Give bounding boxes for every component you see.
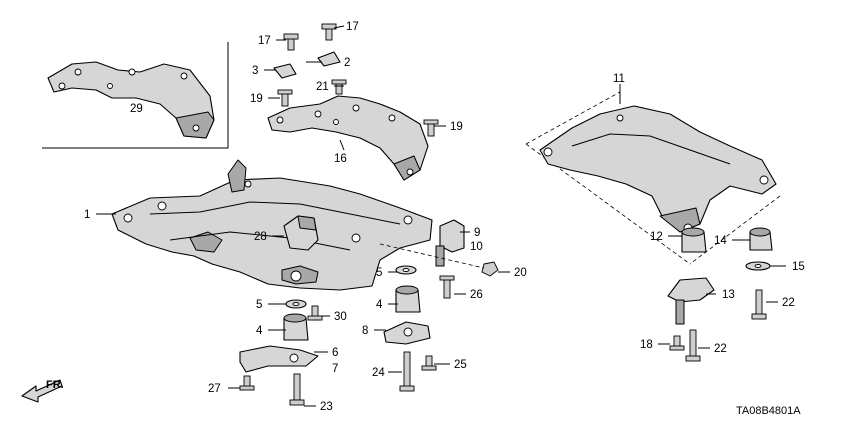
callout-8: 8 xyxy=(362,325,368,337)
part-2-bracket xyxy=(317,51,341,67)
callout-5-right: 5 xyxy=(376,267,382,279)
callout-19-left: 19 xyxy=(250,93,263,105)
part-4-bushing-right xyxy=(395,285,421,313)
part-5-washer-left xyxy=(285,299,307,309)
callout-17-left: 17 xyxy=(258,35,271,47)
callout-15: 15 xyxy=(792,261,805,273)
callout-22-right: 22 xyxy=(782,297,795,309)
part-26-bolt xyxy=(439,275,455,299)
part-21-bolt xyxy=(331,79,347,95)
callout-12: 12 xyxy=(650,231,663,243)
callout-30: 30 xyxy=(334,311,347,323)
part-17-bolt-left xyxy=(283,33,299,51)
part-24-bolt xyxy=(399,351,415,392)
callout-3: 3 xyxy=(252,65,258,77)
callout-10: 10 xyxy=(470,241,483,253)
part-4-bushing-left xyxy=(283,313,309,341)
front-direction-arrow-icon xyxy=(21,379,63,403)
callout-1: 1 xyxy=(84,209,90,221)
part-17-bolt-right xyxy=(321,23,337,41)
callout-25: 25 xyxy=(454,359,467,371)
part-22-bolt-center xyxy=(685,329,701,362)
callout-20: 20 xyxy=(514,267,527,279)
part-27-bolt xyxy=(239,375,255,391)
part-16-brace xyxy=(267,95,429,181)
callout-29: 29 xyxy=(130,103,143,115)
part-5-washer-right xyxy=(395,265,417,275)
callout-22-center: 22 xyxy=(714,343,727,355)
callout-23: 23 xyxy=(320,401,333,413)
inset-frame-29 xyxy=(42,42,229,149)
callout-16: 16 xyxy=(334,153,347,165)
callout-4-right: 4 xyxy=(376,299,383,311)
part-30-bolt xyxy=(307,305,323,321)
part-28-mount xyxy=(283,215,319,251)
callout-4-left: 4 xyxy=(256,325,263,337)
part-12-bushing xyxy=(681,227,707,253)
part-1-subframe xyxy=(111,159,433,291)
callout-13: 13 xyxy=(722,289,735,301)
callout-5-left: 5 xyxy=(256,299,262,311)
part-3-bracket xyxy=(273,63,297,79)
part-14-bushing xyxy=(749,227,773,251)
part-29-brace xyxy=(47,61,215,139)
callout-labels: 1 2 3 4 4 5 5 6 7 8 9 10 11 12 13 14 15 … xyxy=(84,21,805,413)
part-19-bolt-left xyxy=(277,89,293,107)
callout-18: 18 xyxy=(640,339,653,351)
callout-19-right: 19 xyxy=(450,121,463,133)
callout-6: 6 xyxy=(332,347,338,359)
callout-24: 24 xyxy=(372,367,385,379)
callout-17-right: 17 xyxy=(346,21,359,33)
callout-28: 28 xyxy=(254,231,267,243)
front-direction-label: FR. xyxy=(46,379,64,391)
diagram-code: TA08B4801A xyxy=(736,405,801,417)
callout-7: 7 xyxy=(332,363,338,375)
part-23-bolt xyxy=(289,373,305,406)
callout-9: 9 xyxy=(474,227,480,239)
callout-27: 27 xyxy=(208,383,221,395)
part-13-bracket xyxy=(667,277,715,325)
callout-11: 11 xyxy=(613,73,625,85)
part-8-plate xyxy=(383,321,431,345)
callout-2: 2 xyxy=(344,57,350,69)
part-15-washer xyxy=(745,261,771,271)
callout-21: 21 xyxy=(316,81,329,93)
part-18-bolt xyxy=(669,335,685,351)
part-6-plate xyxy=(239,345,319,373)
callout-26: 26 xyxy=(470,289,483,301)
part-25-bolt xyxy=(421,355,437,371)
part-9-bracket xyxy=(435,219,465,267)
callout-14: 14 xyxy=(714,235,727,247)
part-22-bolt-right xyxy=(751,289,767,320)
part-19-bolt-right xyxy=(423,119,439,137)
leader-lines xyxy=(96,25,786,407)
part-20-bolt xyxy=(379,243,499,277)
inset-frame-11 xyxy=(525,91,781,265)
part-11-subframe xyxy=(539,105,777,233)
